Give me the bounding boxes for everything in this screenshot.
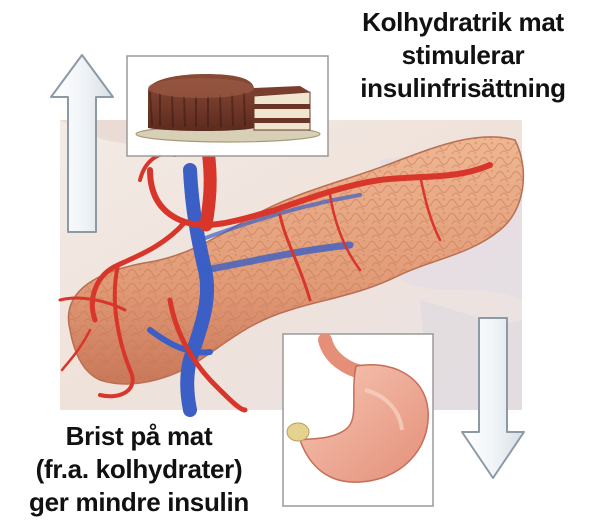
caption-lack-of-food: Brist på mat (fr.a. kolhydrater) ger min… (4, 420, 274, 519)
caption-line: Brist på mat (4, 420, 274, 453)
stomach-illustration (283, 334, 433, 506)
caption-line: insulinfrisättning (333, 72, 593, 105)
caption-line: ger mindre insulin (4, 486, 274, 519)
caption-line: Kolhydratrik mat (333, 6, 593, 39)
caption-carb-food: Kolhydratrik mat stimulerar insulinfrisä… (333, 6, 593, 105)
cake-illustration (127, 56, 328, 156)
caption-line: (fr.a. kolhydrater) (4, 453, 274, 486)
caption-line: stimulerar (333, 39, 593, 72)
